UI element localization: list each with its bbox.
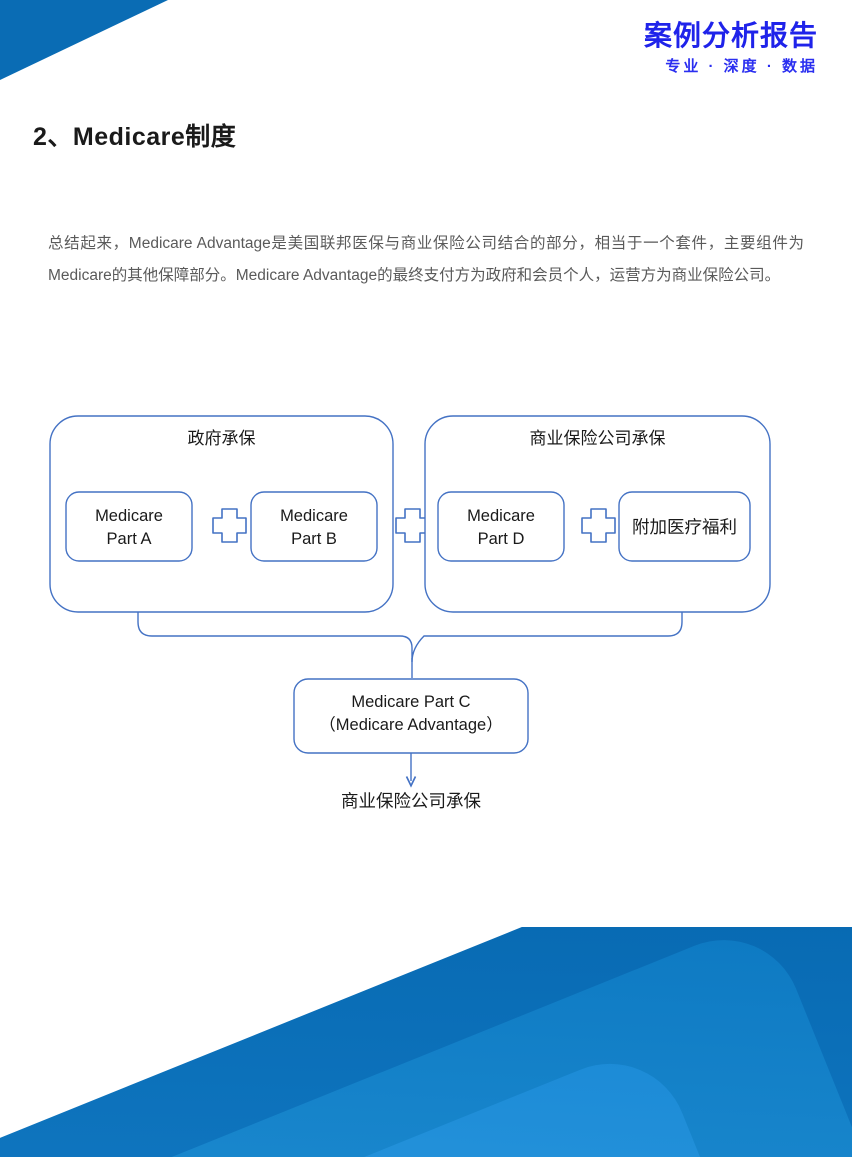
group-commercial-insurer: 商业保险公司承保 Medicare Part D 附加医疗福利 (424, 415, 771, 613)
group-government: 政府承保 Medicare Part A Medicare Part B (49, 415, 394, 613)
footer-wave-mid (0, 940, 852, 1157)
plus-icon-between-groups (395, 508, 430, 543)
box-supplemental-benefits-label: 附加医疗福利 (632, 517, 737, 537)
box-medicare-part-c-line2: （Medicare Advantage） (319, 715, 502, 734)
page-title: 2、Medicare制度 (33, 123, 237, 151)
box-medicare-part-a-line1: Medicare (95, 507, 163, 525)
box-supplemental-benefits-outline (618, 491, 751, 562)
plus-icon-commercial (581, 508, 616, 543)
brand-title: 案例分析报告 (643, 20, 818, 51)
box-medicare-part-a-outline (65, 491, 193, 562)
group-commercial-insurer-label: 商业保险公司承保 (530, 429, 666, 448)
box-medicare-part-b: Medicare Part B (250, 491, 378, 562)
box-medicare-part-a: Medicare Part A (65, 491, 193, 562)
brand-subtitle: 专业 · 深度 · 数据 (665, 58, 818, 75)
box-medicare-part-b-line2: Part B (291, 530, 337, 548)
footer-wave-dark (0, 927, 852, 1157)
box-medicare-part-d: Medicare Part D (437, 491, 565, 562)
diagram-footer-label: 商业保险公司承保 (341, 791, 481, 811)
body-paragraph: 总结起来，Medicare Advantage是美国联邦医保与商业保险公司结合的… (48, 235, 804, 284)
brace-connector (137, 612, 683, 663)
box-medicare-part-d-line2: Part D (478, 530, 525, 548)
plus-icon-government (212, 508, 247, 543)
box-medicare-part-d-outline (437, 491, 565, 562)
box-medicare-part-a-line2: Part A (107, 530, 152, 548)
box-medicare-part-d-line1: Medicare (467, 507, 535, 525)
footer-wave-light (0, 1063, 825, 1157)
box-medicare-part-c: Medicare Part C （Medicare Advantage） (293, 678, 529, 754)
group-government-label: 政府承保 (188, 429, 256, 448)
footer-decoration (0, 927, 852, 1157)
corner-triangle-decoration (0, 0, 168, 80)
medicare-structure-diagram: 政府承保 Medicare Part A Medicare Part B (0, 396, 852, 826)
box-medicare-part-c-line1: Medicare Part C (351, 693, 470, 711)
box-medicare-part-b-line1: Medicare (280, 507, 348, 525)
header-brand: 案例分析报告 专业 · 深度 · 数据 (643, 20, 818, 75)
box-medicare-part-b-outline (250, 491, 378, 562)
box-supplemental-benefits: 附加医疗福利 (618, 491, 751, 562)
